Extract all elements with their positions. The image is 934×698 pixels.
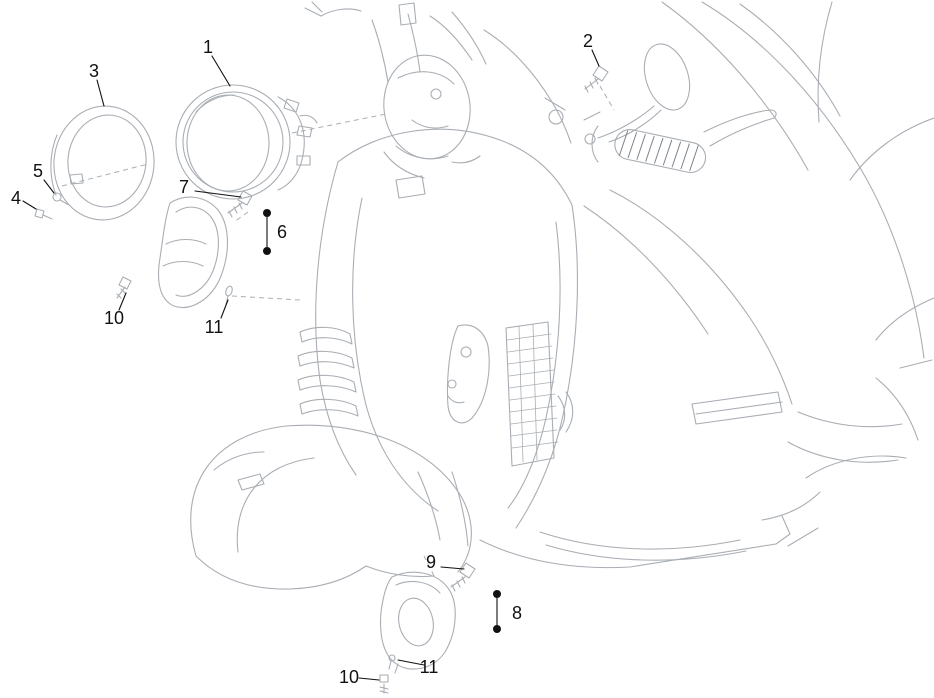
callout-6: 6 [276, 222, 288, 242]
callout-3: 3 [88, 61, 100, 81]
callout-11-lower: 11 [419, 657, 439, 677]
handlebar-grip [614, 129, 707, 174]
callout-2: 2 [582, 31, 594, 51]
fastener-parts [34, 65, 609, 694]
callout-4: 4 [10, 188, 22, 208]
front-turn-signal-part [157, 196, 229, 308]
leader-lines [22, 49, 600, 681]
group-bracket-8 [493, 590, 501, 633]
rear-turn-signal-part [379, 571, 456, 674]
screw-part-7 [227, 190, 253, 218]
alignment-dashed-lines [61, 85, 615, 577]
headlamp-rim-part [50, 105, 155, 221]
pin-part-11-upper [225, 285, 233, 305]
group-bracket-6 [263, 209, 271, 255]
scooter-body [190, 1, 934, 590]
screw-part-10-upper [116, 276, 132, 299]
callout-11-upper: 11 [204, 317, 224, 337]
callout-5: 5 [32, 161, 44, 181]
floor-grille [505, 321, 559, 467]
pin-part-11-lower [388, 654, 396, 670]
mirror [643, 43, 691, 111]
screw-part-2 [584, 65, 609, 93]
callout-10-lower: 10 [338, 667, 360, 687]
callout-1: 1 [202, 37, 214, 57]
callout-9: 9 [425, 552, 437, 572]
callout-8: 8 [511, 603, 523, 623]
headlamp-assembly-part [175, 84, 318, 200]
screw-part-10-lower [379, 674, 389, 694]
callout-10-upper: 10 [103, 308, 125, 328]
screw-part-4 [34, 208, 53, 220]
screw-part-5 [52, 192, 70, 206]
callout-7: 7 [178, 177, 190, 197]
screw-part-9 [450, 562, 476, 592]
